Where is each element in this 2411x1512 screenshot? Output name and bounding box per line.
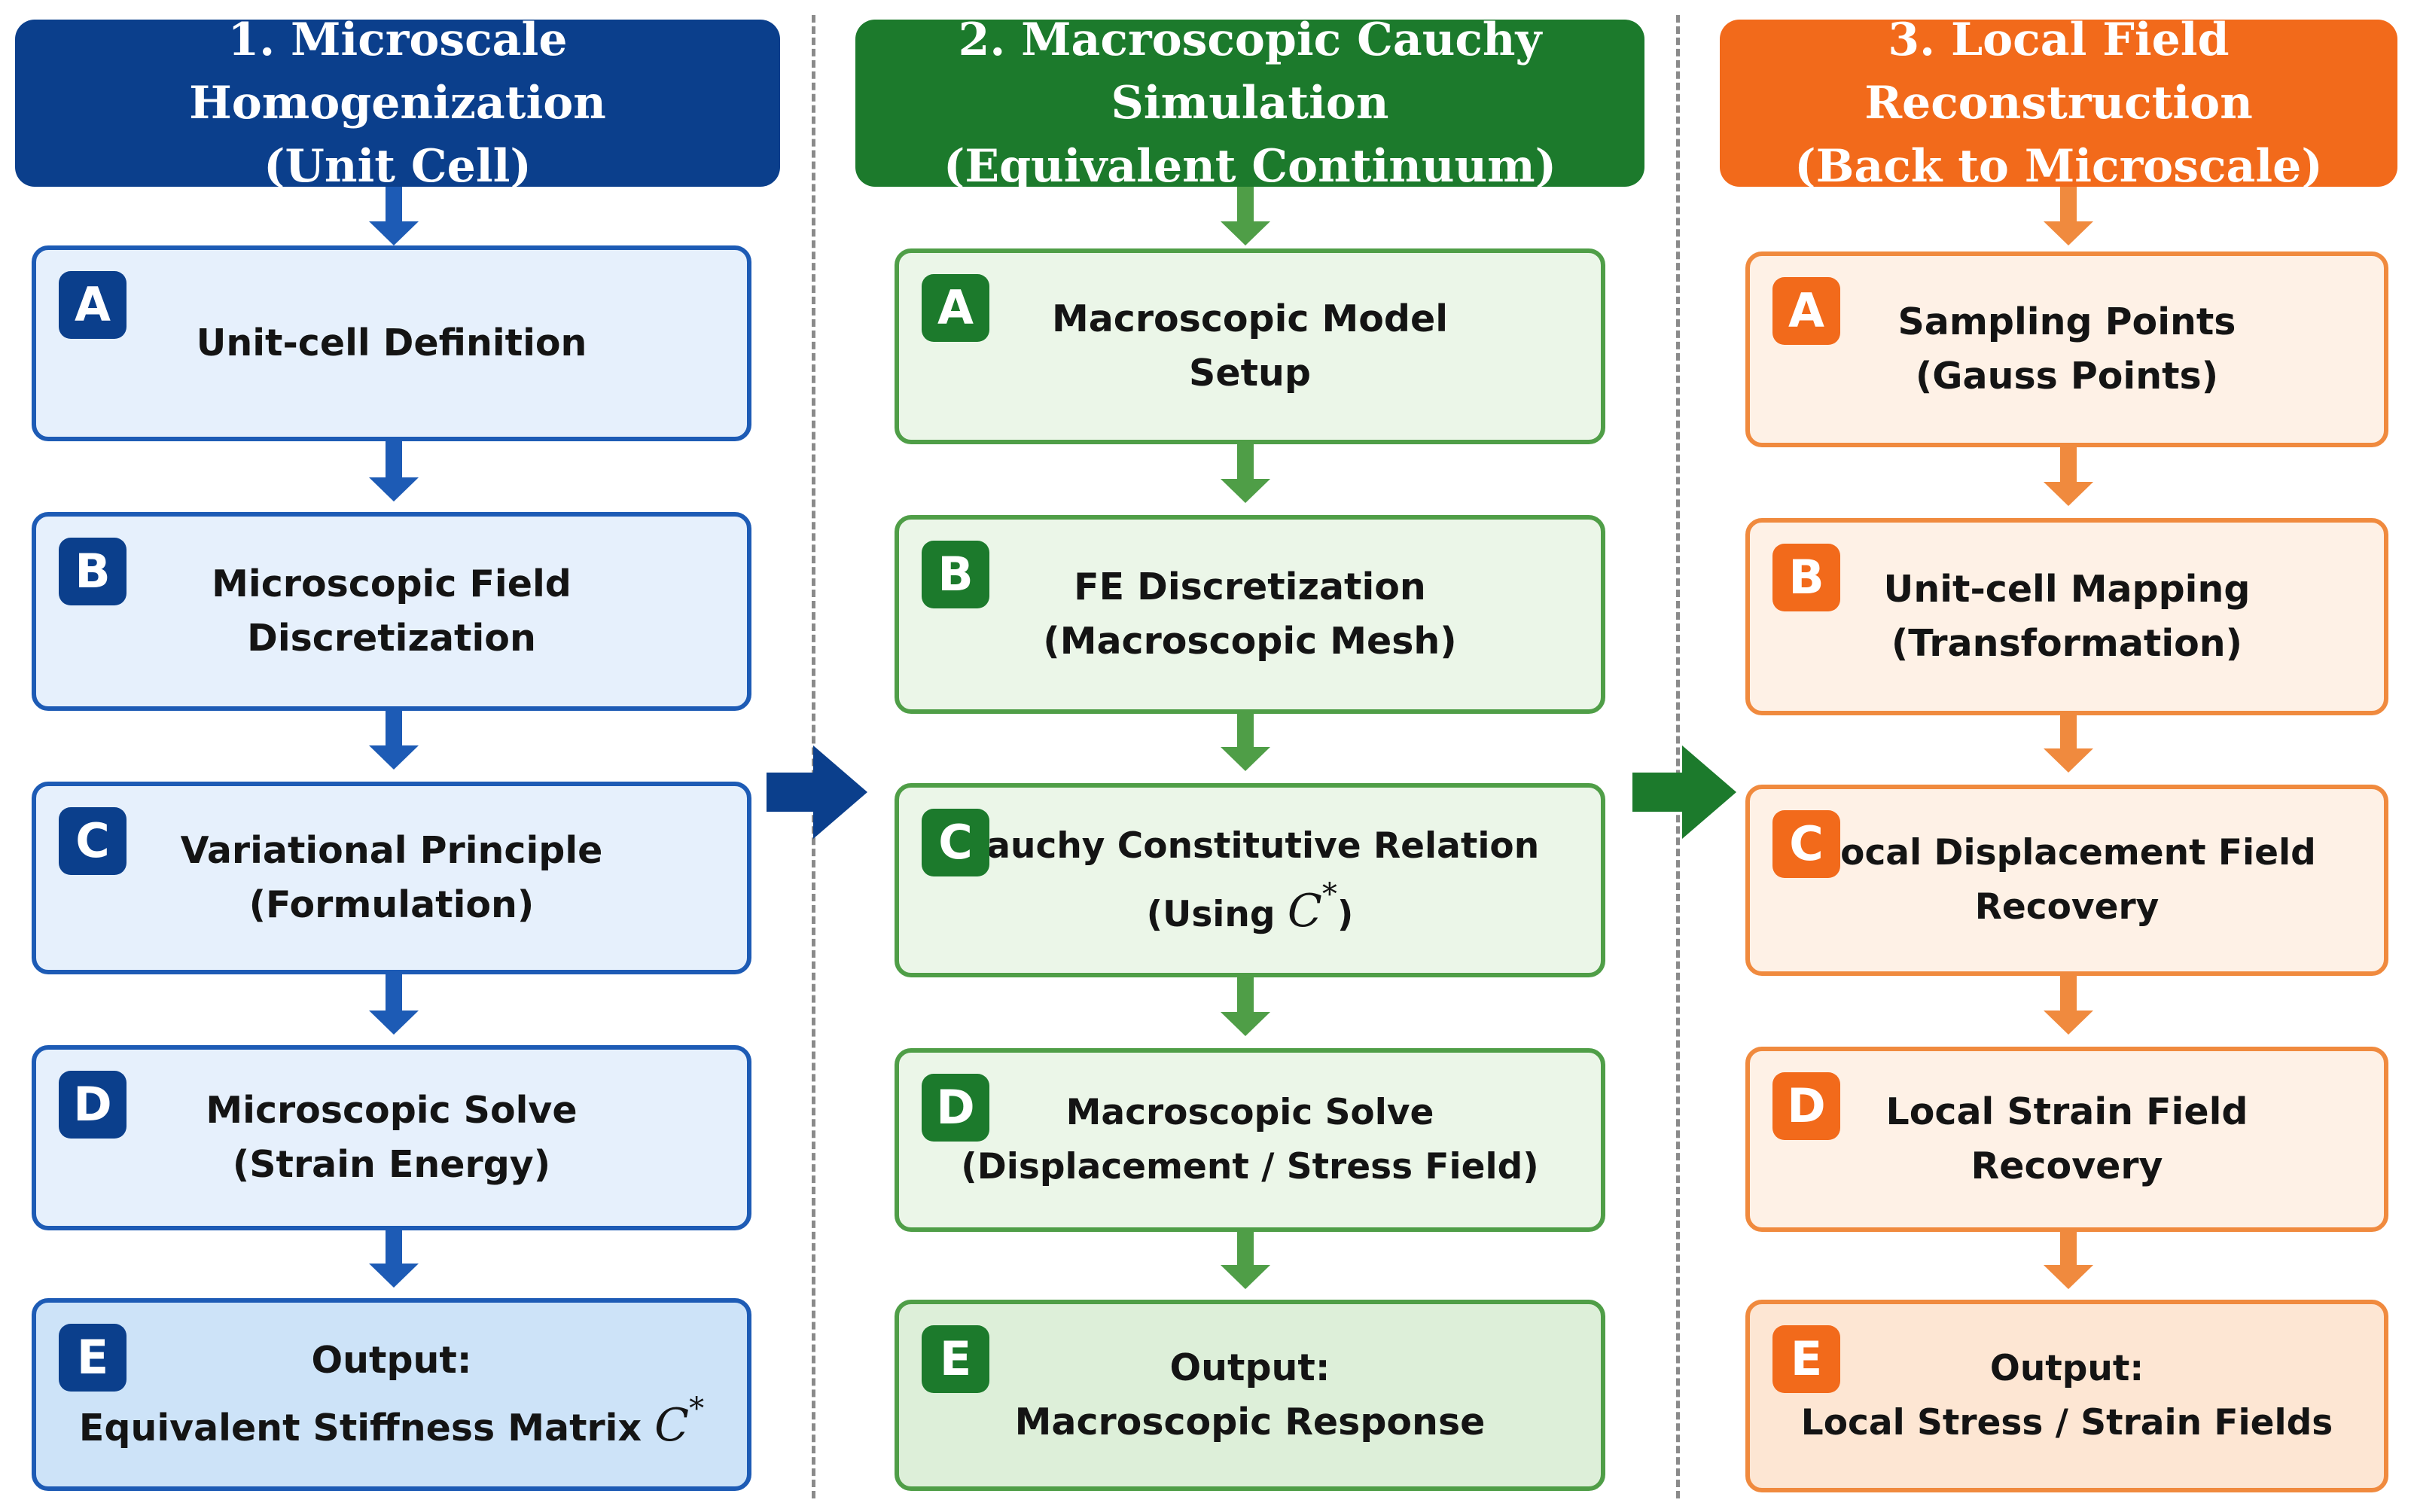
step-3c-line1: Local Displacement Field bbox=[1818, 832, 2316, 873]
step-1d-line2: (Strain Energy) bbox=[232, 1143, 551, 1186]
step-badge: E bbox=[59, 1324, 126, 1392]
column-1-title: 1. Microscale Homogenization bbox=[189, 14, 606, 130]
arrow-a-to-b bbox=[1221, 444, 1270, 503]
step-badge: A bbox=[922, 274, 989, 342]
step-2e-box: E Output: Macroscopic Response bbox=[895, 1300, 1605, 1491]
column-3-arrows bbox=[2044, 187, 2093, 1289]
column-3-subtitle: (Back to Microscale) bbox=[1794, 140, 2323, 193]
step-badge: A bbox=[1772, 277, 1840, 345]
step-1a-line1: Unit-cell Definition bbox=[196, 322, 587, 364]
column-3-title: 3. Local Field Reconstruction bbox=[1864, 14, 2253, 130]
stiffness-symbol: C* bbox=[654, 1392, 705, 1452]
step-badge: C bbox=[59, 807, 126, 875]
step-2d-box: D Macroscopic Solve (Displacement / Stre… bbox=[895, 1048, 1605, 1232]
step-3d-line1: Local Strain Field bbox=[1885, 1090, 2248, 1133]
step-badge: C bbox=[1772, 810, 1840, 878]
column-3-header: 3. Local Field Reconstruction (Back to M… bbox=[1720, 14, 2397, 193]
column-1-arrows bbox=[369, 187, 419, 1288]
step-2d-line2: (Displacement / Stress Field) bbox=[961, 1146, 1539, 1187]
arrow-c-to-d bbox=[2044, 976, 2093, 1035]
step-badge: D bbox=[59, 1071, 126, 1139]
step-3a-box: A Sampling Points (Gauss Points) bbox=[1745, 251, 2388, 447]
step-1a-box: A Unit-cell Definition bbox=[32, 245, 751, 441]
arrow-b-to-c bbox=[369, 711, 419, 770]
step-3a-line2: (Gauss Points) bbox=[1915, 355, 2219, 398]
step-3b-box: B Unit-cell Mapping (Transformation) bbox=[1745, 518, 2388, 715]
arrow-a-to-b bbox=[2044, 447, 2093, 506]
step-1d-box: D Microscopic Solve (Strain Energy) bbox=[32, 1045, 751, 1230]
arrow-b-to-c bbox=[2044, 715, 2093, 773]
step-badge: C bbox=[922, 809, 989, 876]
step-1b-line2: Discretization bbox=[247, 617, 536, 660]
step-badge: B bbox=[922, 541, 989, 608]
step-2a-line2: Setup bbox=[1189, 352, 1311, 395]
stage-arrow-2-to-3 bbox=[1632, 745, 1736, 839]
column-1-subtitle: (Unit Cell) bbox=[264, 140, 532, 193]
stiffness-symbol: C* bbox=[1287, 876, 1337, 937]
step-3d-box: D Local Strain Field Recovery bbox=[1745, 1047, 2388, 1232]
column-1-header: 1. Microscale Homogenization (Unit Cell) bbox=[15, 14, 780, 193]
step-3e-line2: Local Stress / Strain Fields bbox=[1800, 1402, 2333, 1443]
step-1d-line1: Microscopic Solve bbox=[206, 1089, 578, 1132]
step-2c-line1: Cauchy Constitutive Relation bbox=[960, 825, 1540, 867]
step-2a-line1: Macroscopic Model bbox=[1051, 297, 1449, 340]
column-divider-2 bbox=[1676, 15, 1680, 1498]
step-2d-line1: Macroscopic Solve bbox=[1065, 1092, 1434, 1133]
step-2a-box: A Macroscopic Model Setup bbox=[895, 248, 1605, 444]
step-2e-line1: Output: bbox=[1169, 1346, 1330, 1389]
arrow-d-to-e bbox=[2044, 1232, 2093, 1289]
arrow-d-to-e bbox=[1221, 1232, 1270, 1289]
step-2b-line2: (Macroscopic Mesh) bbox=[1043, 620, 1457, 663]
stage-arrow-1-to-2 bbox=[767, 745, 867, 839]
step-1e-label: Equivalent Stiffness Matrix bbox=[78, 1407, 642, 1450]
arrow-d-to-e bbox=[369, 1230, 419, 1288]
step-3b-line1: Unit-cell Mapping bbox=[1883, 568, 2251, 611]
arrow-a-to-b bbox=[369, 441, 419, 501]
step-1e-line2: Equivalent Stiffness Matrix C* bbox=[79, 1388, 704, 1456]
step-badge: B bbox=[59, 538, 126, 605]
arrow-b-to-c bbox=[1221, 714, 1270, 771]
step-badge: B bbox=[1772, 544, 1840, 611]
step-1c-line2: (Formulation) bbox=[248, 883, 535, 926]
step-2c-box: C Cauchy Constitutive Relation (Using C*… bbox=[895, 783, 1605, 977]
step-badge: E bbox=[1772, 1325, 1840, 1393]
step-badge: E bbox=[922, 1325, 989, 1393]
arrow-header-to-a bbox=[2044, 187, 2093, 245]
step-1c-line1: Variational Principle bbox=[180, 829, 603, 872]
step-1e-line1: Output: bbox=[311, 1339, 472, 1382]
column-2-subtitle: (Equivalent Continuum) bbox=[943, 140, 1557, 193]
step-2b-box: B FE Discretization (Macroscopic Mesh) bbox=[895, 515, 1605, 714]
column-2-arrows bbox=[1221, 187, 1270, 1289]
step-1b-box: B Microscopic Field Discretization bbox=[32, 512, 751, 711]
step-2e-line2: Macroscopic Response bbox=[1014, 1401, 1486, 1443]
step-badge: A bbox=[59, 271, 126, 339]
step-badge: D bbox=[1772, 1072, 1840, 1140]
step-2c-line2: (Using C*) bbox=[1146, 876, 1354, 937]
step-3c-line2: Recovery bbox=[1974, 886, 2160, 928]
step-3a-line1: Sampling Points bbox=[1897, 300, 2236, 343]
step-3c-box: C Local Displacement Field Recovery bbox=[1745, 785, 2388, 976]
column-2-header: 2. Macroscopic Cauchy Simulation (Equiva… bbox=[855, 14, 1644, 193]
step-1b-line1: Microscopic Field bbox=[212, 562, 572, 605]
column-2-title: 2. Macroscopic Cauchy Simulation bbox=[958, 14, 1542, 130]
arrow-c-to-d bbox=[1221, 977, 1270, 1036]
step-1e-box: E Output: Equivalent Stiffness Matrix C* bbox=[32, 1298, 751, 1491]
step-3e-line1: Output: bbox=[1989, 1348, 2144, 1389]
step-3e-box: E Output: Local Stress / Strain Fields bbox=[1745, 1300, 2388, 1492]
arrow-c-to-d bbox=[369, 974, 419, 1035]
step-3d-line2: Recovery bbox=[1971, 1145, 2163, 1187]
step-2b-line1: FE Discretization bbox=[1074, 565, 1426, 608]
step-1c-box: C Variational Principle (Formulation) bbox=[32, 782, 751, 974]
arrow-header-to-a bbox=[369, 187, 419, 245]
arrow-header-to-a bbox=[1221, 187, 1270, 245]
step-3b-line2: (Transformation) bbox=[1891, 622, 2243, 665]
step-badge: D bbox=[922, 1074, 989, 1142]
